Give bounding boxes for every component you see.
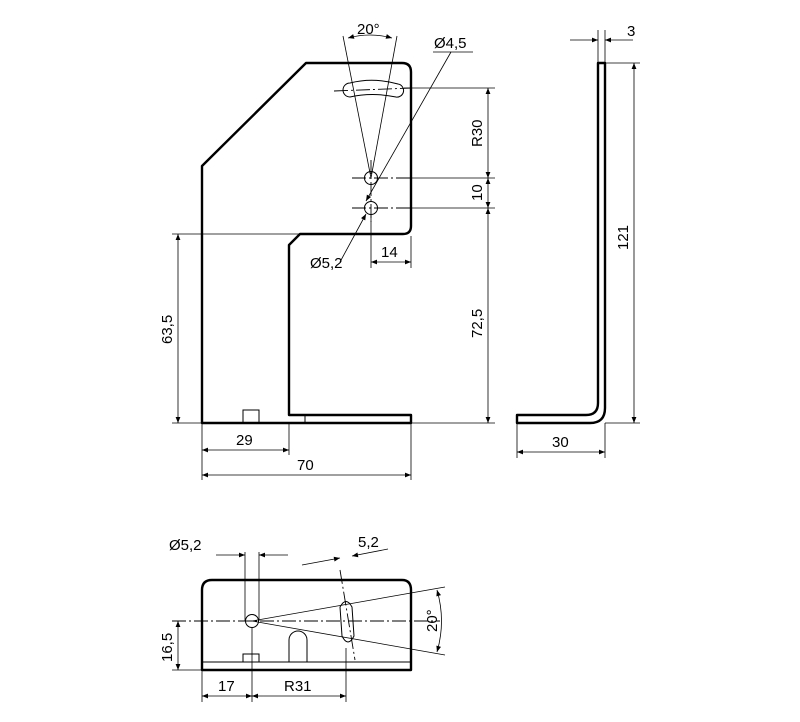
label-17: 17 [218,678,235,695]
bottom-slot-centerline [339,569,356,661]
side-view-outline [515,61,607,425]
bottom-angle-line-top [251,586,446,622]
label-52-slot: 5,2 [358,534,379,551]
label-121: 121 [615,225,632,250]
label-70: 70 [297,457,314,474]
angle-line-left [342,35,372,179]
front-view-outline [200,61,413,425]
side-view: 3 121 30 [515,23,640,458]
label-3: 3 [627,23,635,40]
bottom-angle-20-arc [436,589,442,653]
bottom-angle-line-bottom [251,620,446,656]
slot-centerline [333,87,413,92]
bottom-tab [242,409,260,424]
label-20deg-top: 20° [357,21,380,38]
label-dia45: Ø4,5 [434,35,467,52]
label-165: 16,5 [159,633,176,662]
leader-dia52-front [339,213,367,263]
label-20deg-bottom: 20° [424,609,441,632]
label-dia52-front: Ø5,2 [310,255,343,272]
label-r31: R31 [284,678,312,695]
bottom-view-outline [200,578,413,672]
dim-52-slot-right [351,548,389,558]
label-10: 10 [469,184,486,201]
bottom-slot [339,601,355,643]
angle-20-arc [347,34,393,39]
label-30: 30 [552,434,569,451]
label-29: 29 [236,432,253,449]
bottom-view: 20° Ø5,2 5,2 16,5 17 R31 [159,534,446,702]
dim-52-slot-left [301,556,341,566]
top-slot [342,79,404,98]
angle-line-right [370,35,398,179]
bottom-view-tab [242,653,260,663]
label-r30: R30 [469,119,486,147]
label-635: 63,5 [159,315,176,344]
u-cutout [288,630,308,662]
leader-dia45 [365,51,452,202]
front-view: 20° Ø4,5 Ø5,2 14 R30 10 72,5 63,5 [159,21,495,480]
label-14: 14 [381,244,398,261]
label-dia52-bottom: Ø5,2 [169,537,202,554]
label-725: 72,5 [469,309,486,338]
